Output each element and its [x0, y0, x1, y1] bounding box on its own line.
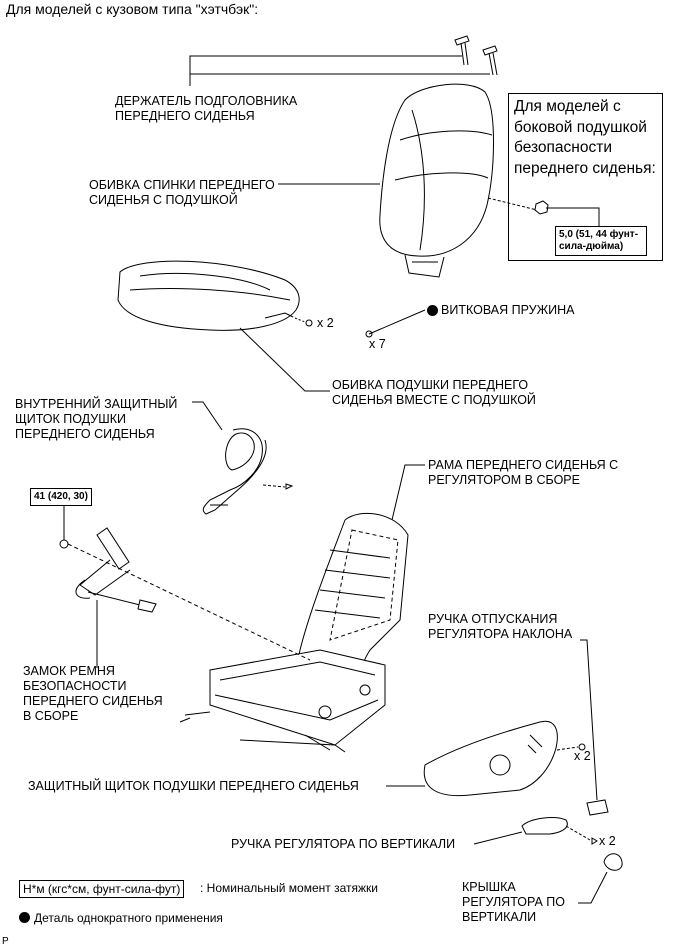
seatback-cover-label: ОБИВКА СПИНКИ ПЕРЕДНЕГО СИДЕНЬЯ С ПОДУШК…: [89, 178, 275, 207]
torque-legend-desc: : Номинальный момент затяжки: [200, 881, 378, 895]
cushion-shield-label: ЗАЩИТНЫЙ ЩИТОК ПОДУШКИ ПЕРЕДНЕГО СИДЕНЬЯ: [28, 779, 359, 793]
footer-code: P: [2, 936, 9, 947]
vertical-handle-label: РУЧКА РЕГУЛЯТОРА ПО ВЕРТИКАЛИ: [231, 837, 456, 851]
side-airbag-note-box: Для моделей с боковой подушкой безопасно…: [508, 93, 663, 261]
seat-frame-part: [179, 512, 409, 753]
recliner-handle-part: [586, 799, 609, 816]
airbag-nut-torque: 5,0 (51, 44 фунт- сила-дюйма): [555, 226, 647, 256]
torque-legend-box: Н*м (кгс*см, фунт-сила-фут): [19, 880, 185, 898]
page-title: Для моделей с кузовом типа "хэтчбэк":: [6, 1, 259, 17]
seatbelt-buckle-part: [75, 527, 157, 613]
coil-spring-label: ВИТКОВАЯ ПРУЖИНА: [441, 303, 575, 317]
frame-label: РАМА ПЕРЕДНЕГО СИДЕНЬЯ С РЕГУЛЯТОРОМ В С…: [428, 458, 619, 487]
non-reusable-legend-dot-icon: [19, 912, 30, 923]
vertical-handle-part: [521, 817, 568, 835]
shield-screws-count: x 2: [574, 749, 591, 763]
inner-shield-label: ВНУТРЕННИЙ ЗАЩИТНЫЙ ЩИТОК ПОДУШКИ ПЕРЕДН…: [15, 397, 178, 441]
vertical-cover-label: КРЫШКА РЕГУЛЯТОРА ПО ВЕРТИКАЛИ: [462, 880, 566, 924]
side-airbag-note: Для моделей с боковой подушкой безопасно…: [514, 98, 656, 177]
handle-screws-count: x 2: [599, 834, 616, 848]
seatbelt-buckle-label: ЗАМОК РЕМНЯ БЕЗОПАСНОСТИ ПЕРЕДНЕГО СИДЕН…: [23, 664, 163, 723]
headrest-support-label: ДЕРЖАТЕЛЬ ПОДГОЛОВНИКА ПЕРЕДНЕГО СИДЕНЬЯ: [115, 94, 298, 123]
buckle-bolt-torque: 41 (420, 30): [30, 488, 92, 506]
headrest-support-part: [454, 35, 498, 76]
hog-rings-count: x 7: [369, 337, 386, 351]
inner-shield-part: [202, 428, 267, 515]
seatback-cover-part: [379, 83, 494, 278]
non-reusable-legend-desc: Деталь однократного применения: [34, 911, 223, 925]
airbag-nut-part: [534, 200, 549, 215]
cushion-cover-part: [117, 260, 300, 331]
vertical-cover-part: [603, 853, 623, 871]
cushion-cover-label: ОБИВКА ПОДУШКИ ПЕРЕДНЕГО СИДЕНЬЯ ВМЕСТЕ …: [332, 378, 536, 407]
recliner-handle-label: РУЧКА ОТПУСКАНИЯ РЕГУЛЯТОРА НАКЛОНА: [428, 612, 573, 641]
cushion-shield-part: [423, 720, 558, 797]
non-reusable-dot-icon: [427, 305, 438, 316]
cushion-clips-count: x 2: [317, 316, 334, 330]
